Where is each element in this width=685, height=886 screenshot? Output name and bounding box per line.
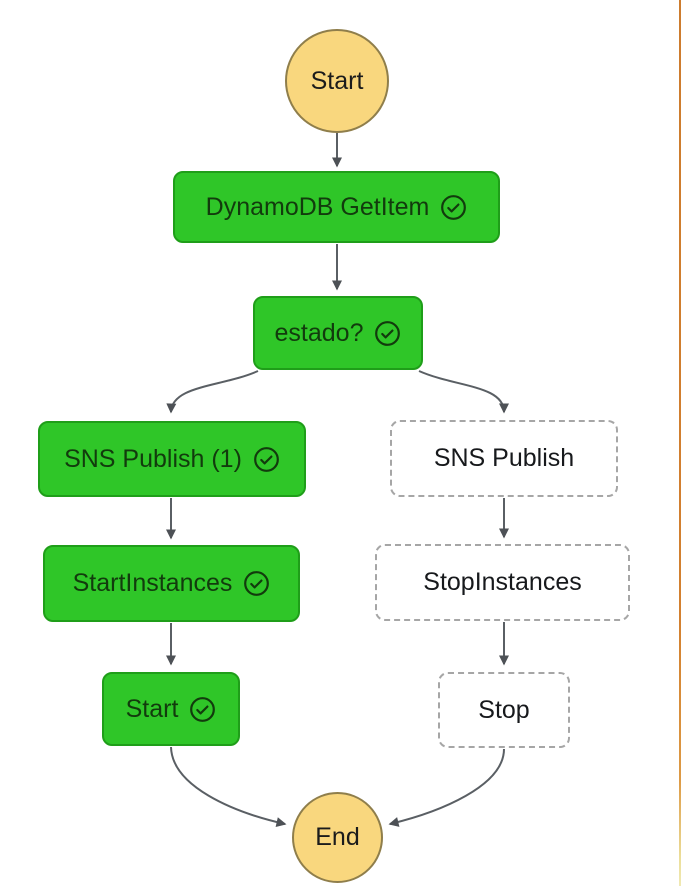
node-sns-publish[interactable]: SNS Publish xyxy=(390,420,618,497)
node-label: DynamoDB GetItem xyxy=(205,192,430,221)
node-start-task[interactable]: Start xyxy=(102,672,240,746)
node-label: Stop xyxy=(478,695,530,724)
edge-start-to-end xyxy=(170,746,287,827)
node-label: SNS Publish (1) xyxy=(64,444,242,473)
right-edge-divider xyxy=(679,0,681,886)
success-check-icon xyxy=(441,194,467,220)
success-check-icon xyxy=(254,446,279,472)
node-label: estado? xyxy=(274,318,364,347)
end-terminal-node[interactable]: End xyxy=(292,792,383,883)
edge-estado-to-snspublish xyxy=(418,370,509,414)
node-stop-task[interactable]: Stop xyxy=(438,672,570,748)
success-check-icon xyxy=(375,320,401,346)
node-startinstances[interactable]: StartInstances xyxy=(43,545,300,622)
edge-stop-to-end xyxy=(388,748,505,827)
node-label: StartInstances xyxy=(72,569,233,597)
node-sns-publish-1[interactable]: SNS Publish (1) xyxy=(38,421,306,497)
start-terminal-node[interactable]: Start xyxy=(285,29,389,133)
node-label: StopInstances xyxy=(423,568,582,596)
edge-estado-to-snspublish1 xyxy=(166,370,259,414)
node-label: Start xyxy=(125,694,179,723)
end-terminal-label: End xyxy=(315,823,360,851)
start-terminal-label: Start xyxy=(310,66,364,95)
node-label: SNS Publish xyxy=(433,444,575,472)
node-dynamodb-getitem[interactable]: DynamoDB GetItem xyxy=(173,171,500,243)
success-check-icon xyxy=(244,571,270,596)
node-stopinstances[interactable]: StopInstances xyxy=(375,544,630,621)
node-estado-choice[interactable]: estado? xyxy=(253,296,423,370)
success-check-icon xyxy=(190,696,216,722)
